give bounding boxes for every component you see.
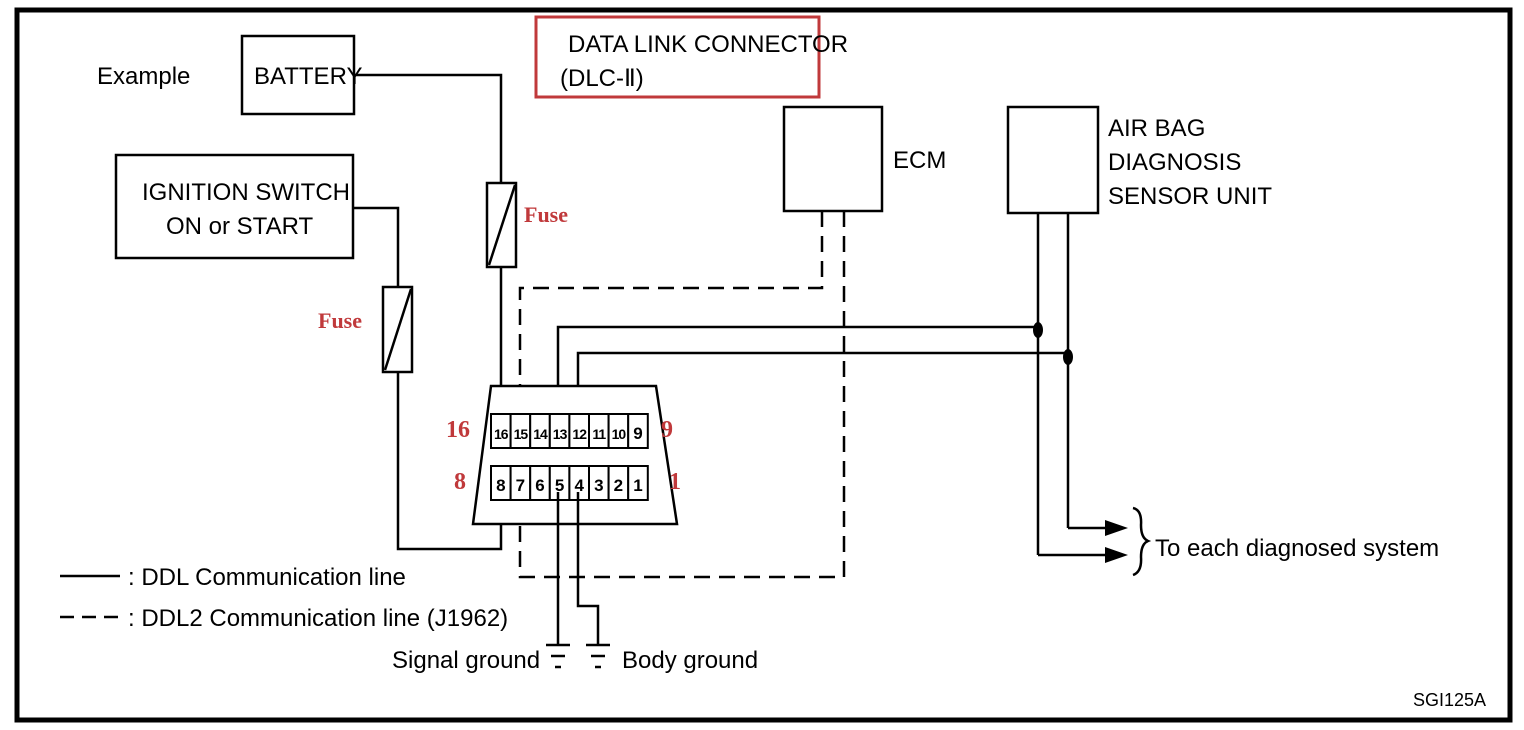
ecm-label: ECM (893, 147, 946, 174)
signal-ground-icon (546, 643, 570, 669)
pin-number-1: 1 (633, 476, 642, 495)
airbag-line-pin13 (556, 325, 1038, 412)
fuse-top-element (487, 184, 517, 266)
pin-number-8: 8 (496, 476, 505, 495)
pin-number-11: 11 (592, 426, 606, 442)
example-label: Example (97, 63, 190, 90)
pin-cell-1 (627, 465, 649, 501)
pin-label-9: 9 (661, 417, 673, 443)
pin-number-12: 12 (572, 426, 587, 442)
ecm-ddl2-line-b (518, 211, 846, 579)
ignition-wire (353, 206, 400, 287)
junction-dot-1 (1033, 322, 1043, 338)
title-line1: DATA LINK CONNECTOR (568, 31, 848, 58)
pin-number-16: 16 (494, 426, 509, 442)
battery-label: BATTERY (254, 63, 362, 90)
pin-number-6: 6 (535, 476, 544, 495)
pin-number-5: 5 (555, 476, 564, 495)
airbag-label-line2: DIAGNOSIS (1108, 149, 1241, 176)
pin-number-10: 10 (612, 426, 627, 442)
ecm-box (782, 105, 884, 213)
pin-label-8: 8 (454, 469, 466, 495)
pin-number-15: 15 (514, 426, 529, 442)
pin-number-9: 9 (633, 424, 642, 443)
pin-number-7: 7 (516, 476, 525, 495)
body-ground-icon (586, 643, 610, 669)
arrow-icon-2 (1105, 547, 1128, 563)
pin-number-2: 2 (614, 476, 623, 495)
pin-cell-9 (627, 413, 649, 449)
pin-label-16: 16 (446, 417, 470, 443)
legend-dashed-label: : DDL2 Communication line (J1962) (128, 605, 508, 632)
diagram-frame (14, 7, 1513, 723)
body-ground-wire (576, 492, 600, 644)
brace-icon (1132, 506, 1152, 577)
ignition-label-line2: ON or START (166, 213, 313, 240)
ignition-switch-box (114, 153, 355, 260)
airbag-label-line1: AIR BAG (1108, 115, 1205, 142)
title-line2: (DLC-Ⅱ) (560, 65, 644, 92)
fuse-top-label: Fuse (524, 202, 568, 227)
arrow-icon-1 (1105, 520, 1128, 536)
ignition-label-line1: IGNITION SWITCH (142, 179, 350, 206)
pin-number-3: 3 (594, 476, 603, 495)
figure-code: SGI125A (1413, 690, 1486, 710)
battery-wire (354, 73, 503, 183)
title-highlight-box (534, 15, 821, 99)
pin-label-1: 1 (669, 469, 681, 495)
signal-ground-label: Signal ground (392, 647, 540, 674)
pin-number-14: 14 (533, 426, 548, 442)
legend-solid-label: : DDL Communication line (128, 564, 406, 591)
fuse-left-label: Fuse (318, 308, 362, 333)
fuse-left-element (383, 288, 413, 371)
airbag-unit-box (1006, 105, 1100, 215)
pin-number-13: 13 (553, 426, 568, 442)
dlc-connector (471, 384, 679, 526)
junction-dot-2 (1063, 349, 1073, 365)
airbag-label-line3: SENSOR UNIT (1108, 183, 1272, 210)
body-ground-label: Body ground (622, 647, 758, 674)
pin-number-4: 4 (574, 476, 584, 495)
ecm-ddl2-line-a (518, 211, 824, 412)
to-systems-label: To each diagnosed system (1155, 535, 1439, 562)
